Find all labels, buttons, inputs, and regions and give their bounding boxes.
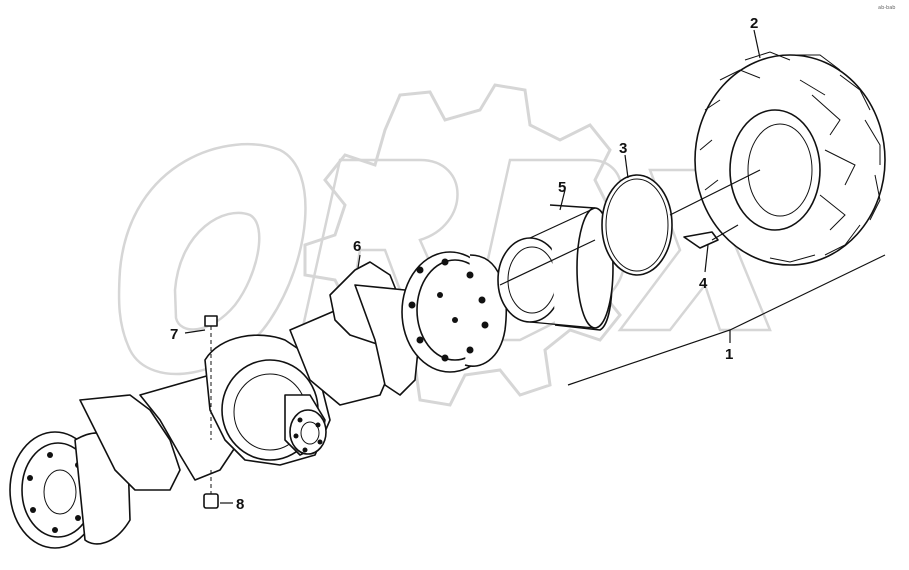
left-hub — [9, 431, 131, 549]
tire-2 — [694, 51, 886, 266]
callouts: 1 2 3 4 5 6 7 8 — [170, 15, 758, 513]
callout-3: 3 — [619, 140, 627, 157]
right-hub — [401, 251, 508, 373]
left-spindle-housing — [79, 394, 181, 491]
rim-5 — [497, 204, 614, 331]
callout-4: 4 — [699, 275, 708, 292]
bolt-7 — [204, 315, 218, 440]
corner-mark: ab-bab — [878, 5, 895, 11]
callout-5: 5 — [558, 179, 566, 196]
valve-4 — [683, 231, 719, 249]
watermark-gear — [303, 83, 642, 407]
callout-6: 6 — [353, 238, 361, 255]
o-ring-3 — [601, 174, 673, 276]
callout-7: 7 — [170, 326, 178, 343]
leader-lines — [184, 29, 761, 504]
callout-1: 1 — [725, 346, 733, 363]
callout-8: 8 — [236, 496, 244, 513]
nut-8 — [203, 470, 219, 509]
differential-housing — [204, 334, 331, 466]
callout-2: 2 — [750, 15, 758, 32]
axle-assembly — [9, 251, 508, 549]
